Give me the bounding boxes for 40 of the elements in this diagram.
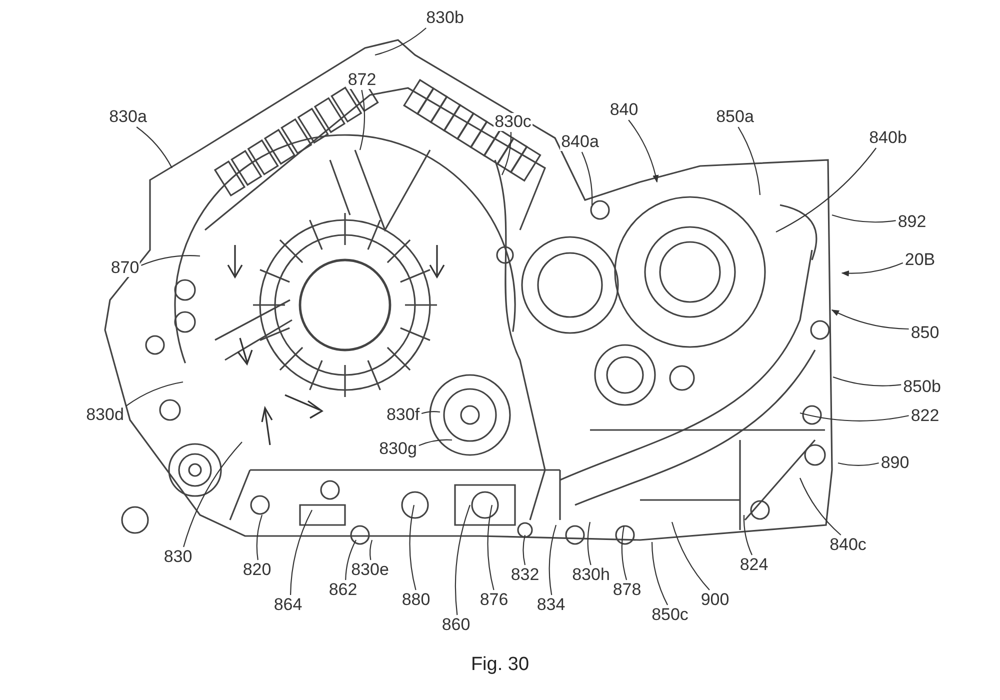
reference-numeral: 872 [346, 71, 378, 89]
reference-numeral: 830c [494, 113, 532, 131]
leader-line [370, 540, 373, 560]
leader-line [418, 439, 452, 446]
leader-line [738, 126, 761, 196]
reference-numeral: 870 [110, 259, 140, 277]
leader-line [776, 148, 877, 232]
leader-line [800, 478, 842, 536]
leader-line [345, 540, 356, 580]
leader-line [454, 504, 471, 616]
leader-line [621, 526, 628, 580]
leader-line [587, 522, 592, 566]
leader-line [409, 504, 416, 590]
figure-caption: Fig. 30 [470, 654, 530, 676]
leader-line [581, 152, 593, 206]
leader-line [421, 410, 440, 414]
leader-line [743, 514, 752, 556]
reference-numeral: 830g [378, 440, 418, 458]
leader-line [136, 126, 172, 168]
leader-line [256, 514, 263, 560]
leader-line [522, 534, 526, 566]
leader-line [651, 542, 668, 606]
leader-line [374, 28, 426, 56]
leader-line [832, 376, 902, 386]
leader-line [290, 510, 312, 596]
leader-line [140, 255, 200, 266]
leader-line [502, 132, 512, 176]
leader-line [126, 381, 184, 407]
leader-line [487, 504, 494, 590]
reference-numeral: 840a [560, 133, 600, 151]
leader-line [800, 412, 909, 422]
arrow [628, 120, 659, 183]
leader-line [838, 462, 879, 466]
leader-line [359, 90, 366, 150]
arrow [841, 262, 904, 276]
leader-line [671, 522, 710, 590]
leader-line [548, 524, 557, 596]
leader-line [183, 442, 242, 548]
leader-line [832, 214, 896, 223]
arrow [831, 310, 909, 330]
